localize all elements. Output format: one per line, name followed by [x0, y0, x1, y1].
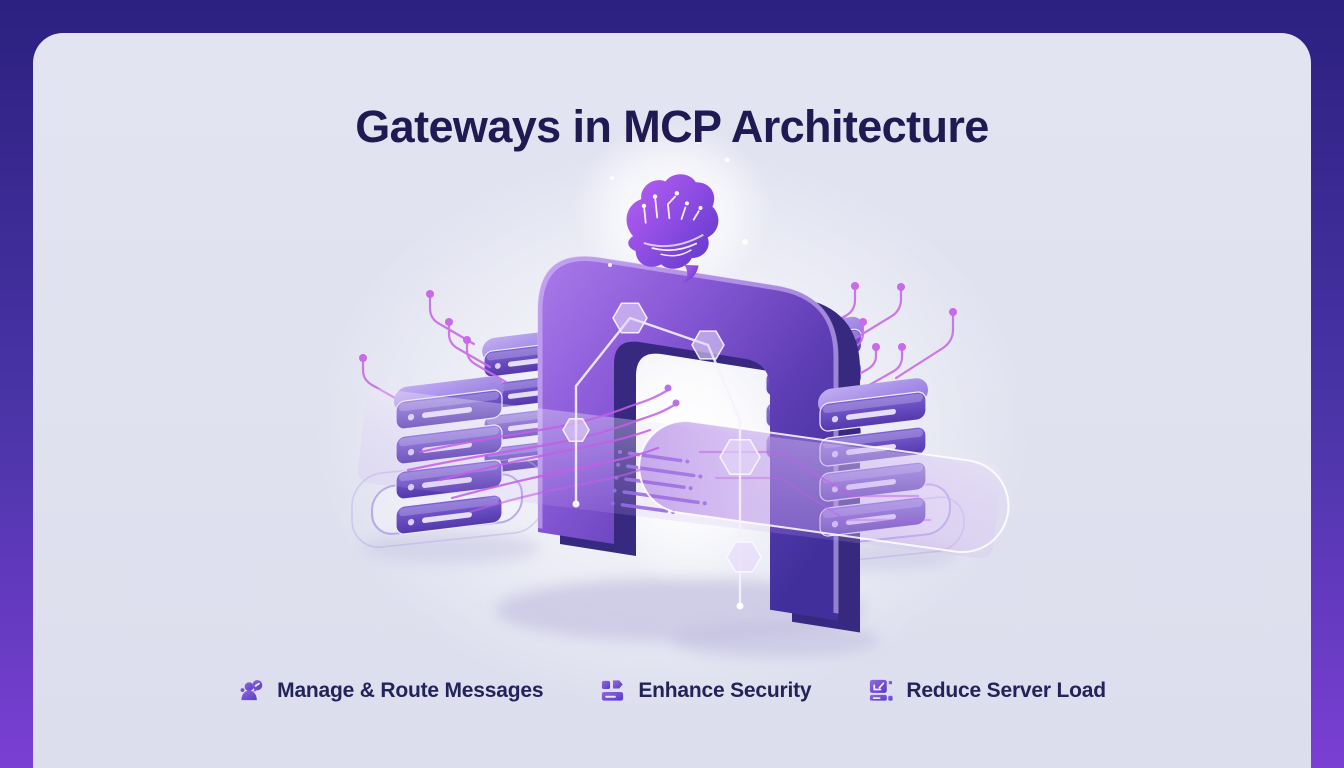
circuit-trace-dots — [359, 282, 957, 362]
feature-label: Manage & Route Messages — [277, 678, 544, 702]
data-flow-band — [357, 388, 1010, 559]
arch-circuit — [562, 302, 762, 610]
opening-glow — [595, 330, 785, 590]
platform-left — [351, 458, 545, 548]
feature-label: Enhance Security — [638, 678, 812, 702]
security-card-icon — [602, 680, 624, 701]
server-stack-left-back — [481, 326, 584, 476]
sparkle-dots — [608, 140, 748, 267]
ai-brain-icon — [626, 174, 719, 284]
flow-dot — [664, 384, 672, 392]
server-stack-right-back — [763, 314, 864, 461]
content-card: Gateways in MCP Architecture Manage & Ro… — [33, 33, 1311, 768]
server-stack-right-front — [817, 376, 929, 538]
arch-rim-highlight — [537, 256, 839, 614]
server-stack-left-front — [393, 374, 505, 536]
gateway-arch — [537, 248, 860, 633]
feature-manage-route: Manage & Route Messages — [238, 677, 544, 704]
server-load-icon — [870, 679, 893, 701]
platform-right — [783, 483, 965, 566]
feature-row: Manage & Route Messages Enhance Security — [33, 677, 1311, 704]
data-packet-lines — [610, 450, 707, 514]
person-chat-icon — [240, 680, 263, 701]
feature-label: Reduce Server Load — [906, 678, 1106, 702]
page-title: Gateways in MCP Architecture — [355, 101, 989, 153]
circuit-traces-up — [361, 284, 955, 414]
center-glow — [312, 150, 1032, 710]
feature-server-load: Reduce Server Load — [867, 677, 1106, 704]
flow-traces — [406, 388, 932, 522]
flow-dot — [672, 399, 680, 407]
feature-security: Enhance Security — [599, 677, 812, 704]
ground-shadow — [360, 532, 957, 658]
